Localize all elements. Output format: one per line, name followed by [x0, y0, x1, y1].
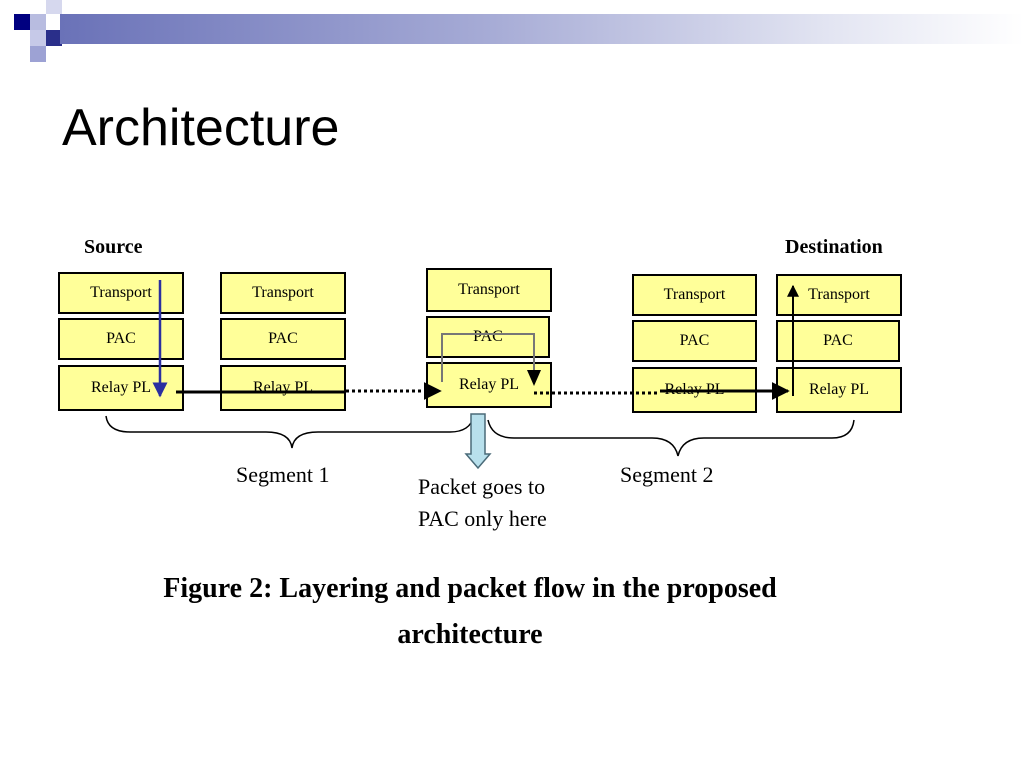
segment1-brace — [105, 415, 475, 449]
figure-caption-line1: Figure 2: Layering and packet flow in th… — [163, 573, 777, 604]
node4-pac-layer: PAC — [632, 320, 757, 362]
segment1-label: Segment 1 — [236, 462, 330, 487]
corner-square-light-1 — [30, 14, 46, 30]
node2-relay-layer: Relay PL — [220, 365, 346, 411]
node5-relay-layer: Relay PL — [776, 367, 902, 413]
figure-caption-line2: architecture — [397, 619, 543, 650]
title-bar-gradient — [60, 14, 1024, 44]
segment2-brace — [487, 419, 855, 457]
corner-square-mid — [30, 46, 46, 62]
node4-transport-layer: Transport — [632, 274, 757, 316]
node3-relay-layer: Relay PL — [426, 362, 552, 408]
pac-loop-path — [441, 333, 535, 384]
figure-caption: Figure 2: Layering and packet flow in th… — [100, 566, 840, 658]
node2-pac-layer: PAC — [220, 318, 346, 360]
corner-square-light-2 — [46, 0, 62, 14]
pac-note-arrow — [464, 413, 492, 470]
node3-transport-layer: Transport — [426, 268, 552, 312]
destination-label: Destination — [785, 236, 883, 258]
pac-note-line2: PAC only here — [418, 506, 547, 531]
node1-transport-layer: Transport — [58, 272, 184, 314]
corner-square-navy-1 — [14, 14, 30, 30]
segment2-label: Segment 2 — [620, 462, 714, 487]
source-label: Source — [84, 236, 143, 258]
node3-pac-layer: PAC — [426, 316, 550, 358]
corner-square-navy-2 — [46, 30, 62, 46]
node5-pac-layer: PAC — [776, 320, 900, 362]
corner-square-light-3 — [30, 30, 46, 46]
node1-pac-layer: PAC — [58, 318, 184, 360]
slide-title: Architecture — [62, 99, 340, 157]
pac-loop-arrowhead — [527, 370, 541, 386]
pac-note-line1: Packet goes to — [418, 474, 546, 499]
node2-transport-layer: Transport — [220, 272, 346, 314]
